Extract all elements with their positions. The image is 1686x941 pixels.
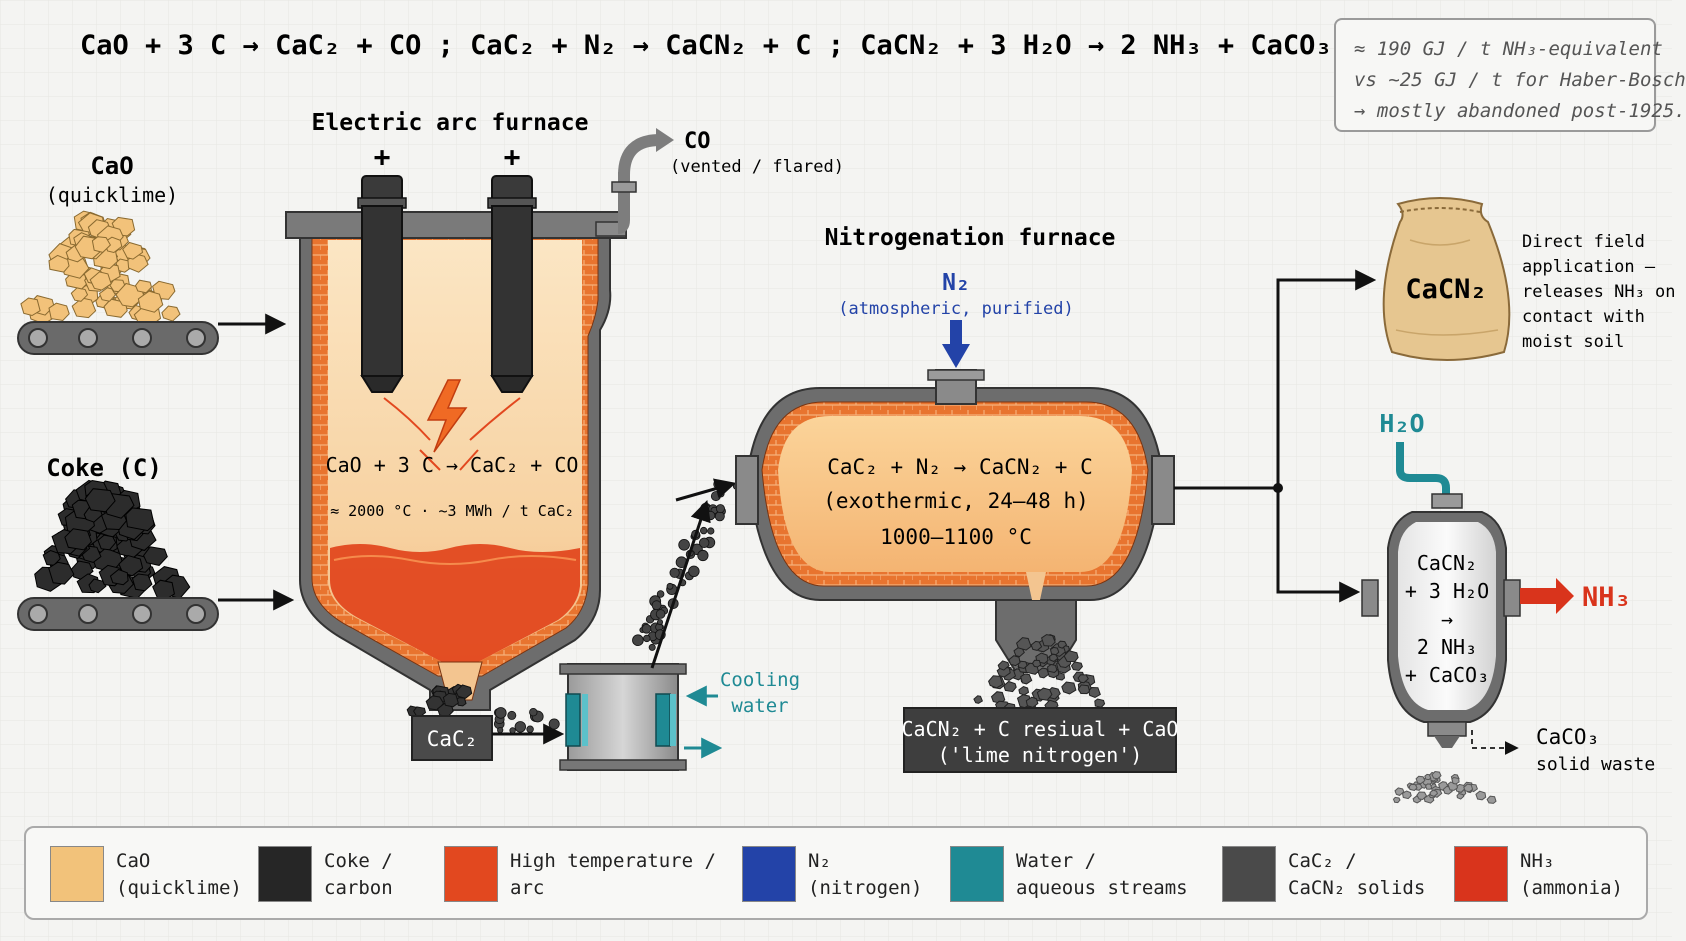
legend-text-quicklime-1: CaO [116, 850, 151, 872]
legend-text-solids-2: CaCN₂ solids [1288, 877, 1426, 899]
arc-bolt-icon [383, 379, 521, 471]
legend-swatch-water [950, 846, 1004, 902]
legend-swatch-coke [258, 846, 312, 902]
legend-swatch-solids [1222, 846, 1276, 902]
legend-text-high-temperature-2: arc [510, 877, 545, 899]
legend-text-quicklime-2: (quicklime) [116, 877, 242, 899]
hydrolysis-line-1: + 3 H₂O [1405, 579, 1489, 603]
fertilizer-bag: CaCN₂ [1382, 197, 1511, 361]
legend-text-coke-1: Coke / [324, 850, 393, 872]
stream-feed-arrow [675, 478, 737, 502]
hydrolysis-vessel: H₂O CaCN₂ + 3 H₂O → 2 NH₃ + CaCO₃ NH₃ Ca… [1361, 409, 1655, 804]
cooling-label-line2: water [731, 695, 788, 717]
coke-label: Coke (C) [46, 454, 162, 482]
coke-input: Coke (C) [17, 454, 295, 631]
legend-text-solids-1: CaC₂ / [1288, 850, 1357, 872]
legend-text-nitrogen-1: N₂ [808, 850, 831, 872]
hydrolysis-line-4: + CaCO₃ [1405, 663, 1489, 687]
cac2-label: CaC₂ [427, 727, 478, 751]
legend-swatch-ammonia [1454, 846, 1508, 902]
legend-text-water-2: aqueous streams [1016, 877, 1188, 899]
nitrogenation-title: Nitrogenation furnace [825, 225, 1116, 251]
fertilizer-desc-0: Direct field [1522, 232, 1645, 252]
co-sublabel: (vented / flared) [670, 157, 844, 177]
cao-pile [20, 210, 181, 328]
lime-nitrogen-line1: CaCN₂ + C resiual + CaO [902, 717, 1179, 741]
cooler: Cooling water [559, 663, 800, 771]
legend-swatch-nitrogen [742, 846, 796, 902]
electrode-left-polarity: + [374, 140, 391, 173]
arc-furnace: Electric arc furnace + + [285, 110, 627, 711]
energy-note-line-2: → mostly abandoned post-1925. [1354, 100, 1686, 122]
nh3-out-arrow [1556, 578, 1574, 614]
electrode-right [487, 175, 537, 393]
coke-pile [34, 479, 191, 600]
fertilizer-desc-4: moist soil [1522, 332, 1624, 352]
cac2-product: CaC₂ [406, 683, 565, 761]
coke-conveyor [17, 597, 219, 631]
legend-text-water-1: Water / [1016, 850, 1097, 872]
arc-conditions: ≈ 2000 °C · ~3 MWh / t CaC₂ [330, 502, 574, 520]
electrode-left [357, 175, 407, 393]
header-equation: CaO + 3 C → CaC₂ + CO ; CaC₂ + N₂ → CaCN… [80, 30, 1332, 61]
legend: CaO (quicklime) Coke / carbon High tempera… [24, 826, 1648, 920]
cooling-label-line1: Cooling [720, 669, 800, 691]
legend-text-ammonia-1: NH₃ [1520, 850, 1555, 872]
waste-arrow [1471, 730, 1519, 755]
lime-nitrogen-line2: ('lime nitrogen') [938, 743, 1143, 767]
nitrogenation-reaction: CaC₂ + N₂ → CaCN₂ + C [827, 455, 1093, 479]
legend-swatch-quicklime [50, 846, 104, 902]
hydrolysis-line-2: → [1441, 607, 1453, 631]
n2-feed-arrow [942, 344, 970, 368]
legend-swatch-high-temperature [444, 846, 498, 902]
legend-text-coke-2: carbon [324, 877, 393, 899]
arc-reaction: CaO + 3 C → CaC₂ + CO [326, 453, 579, 477]
fertilizer-bag-label: CaCN₂ [1405, 274, 1486, 305]
legend-text-high-temperature-1: High temperature / [510, 850, 716, 872]
co-exhaust: CO (vented / flared) [595, 128, 844, 237]
nitrogenation-furnace: Nitrogenation furnace N₂ (atmospheric, p… [735, 225, 1179, 773]
nitrogenation-detail: (exothermic, 24–48 h) [823, 489, 1089, 513]
cao-input: CaO (quicklime) [17, 152, 287, 355]
nh3-out-label: NH₃ [1582, 582, 1631, 613]
energy-note-line-0: ≈ 190 GJ / t NH₃-equivalent [1354, 38, 1663, 60]
co-label: CO [684, 129, 711, 154]
cao-conveyor [17, 321, 219, 355]
lime-nitrogen-box [903, 707, 1177, 773]
cooler-to-nitrogenation-arrow [650, 500, 711, 669]
water-label: H₂O [1379, 409, 1424, 438]
electrode-right-polarity: + [504, 140, 521, 173]
fertilizer-desc-3: contact with [1522, 307, 1645, 327]
n2-sublabel: (atmospheric, purified) [838, 299, 1073, 319]
fertilizer-description: Direct field application — releases NH₃ … [1522, 232, 1676, 352]
hydrolysis-line-0: CaCN₂ [1417, 551, 1477, 575]
fertilizer-desc-2: releases NH₃ on [1522, 282, 1676, 302]
legend-text-ammonia-2: (ammonia) [1520, 877, 1623, 899]
cao-label: CaO [90, 152, 133, 180]
cac2-label-box [411, 715, 493, 761]
energy-note: ≈ 190 GJ / t NH₃-equivalent vs ~25 GJ / … [1334, 18, 1686, 132]
waste-sublabel: solid waste [1536, 754, 1655, 775]
cao-sublabel: (quicklime) [46, 183, 178, 207]
to-hydrolysis-arrow [1276, 488, 1361, 603]
arc-furnace-title: Electric arc furnace [312, 110, 589, 136]
n2-label: N₂ [942, 270, 970, 296]
to-fertilizer-arrow [1174, 269, 1377, 490]
hydrolysis-line-3: 2 NH₃ [1417, 635, 1477, 659]
legend-text-nitrogen-2: (nitrogen) [808, 877, 923, 899]
nitrogenation-temperature: 1000–1100 °C [880, 525, 1032, 549]
waste-label: CaCO₃ [1536, 725, 1599, 749]
energy-note-line-1: vs ~25 GJ / t for Haber-Bosch [1354, 69, 1686, 91]
fertilizer-desc-1: application — [1522, 257, 1656, 277]
